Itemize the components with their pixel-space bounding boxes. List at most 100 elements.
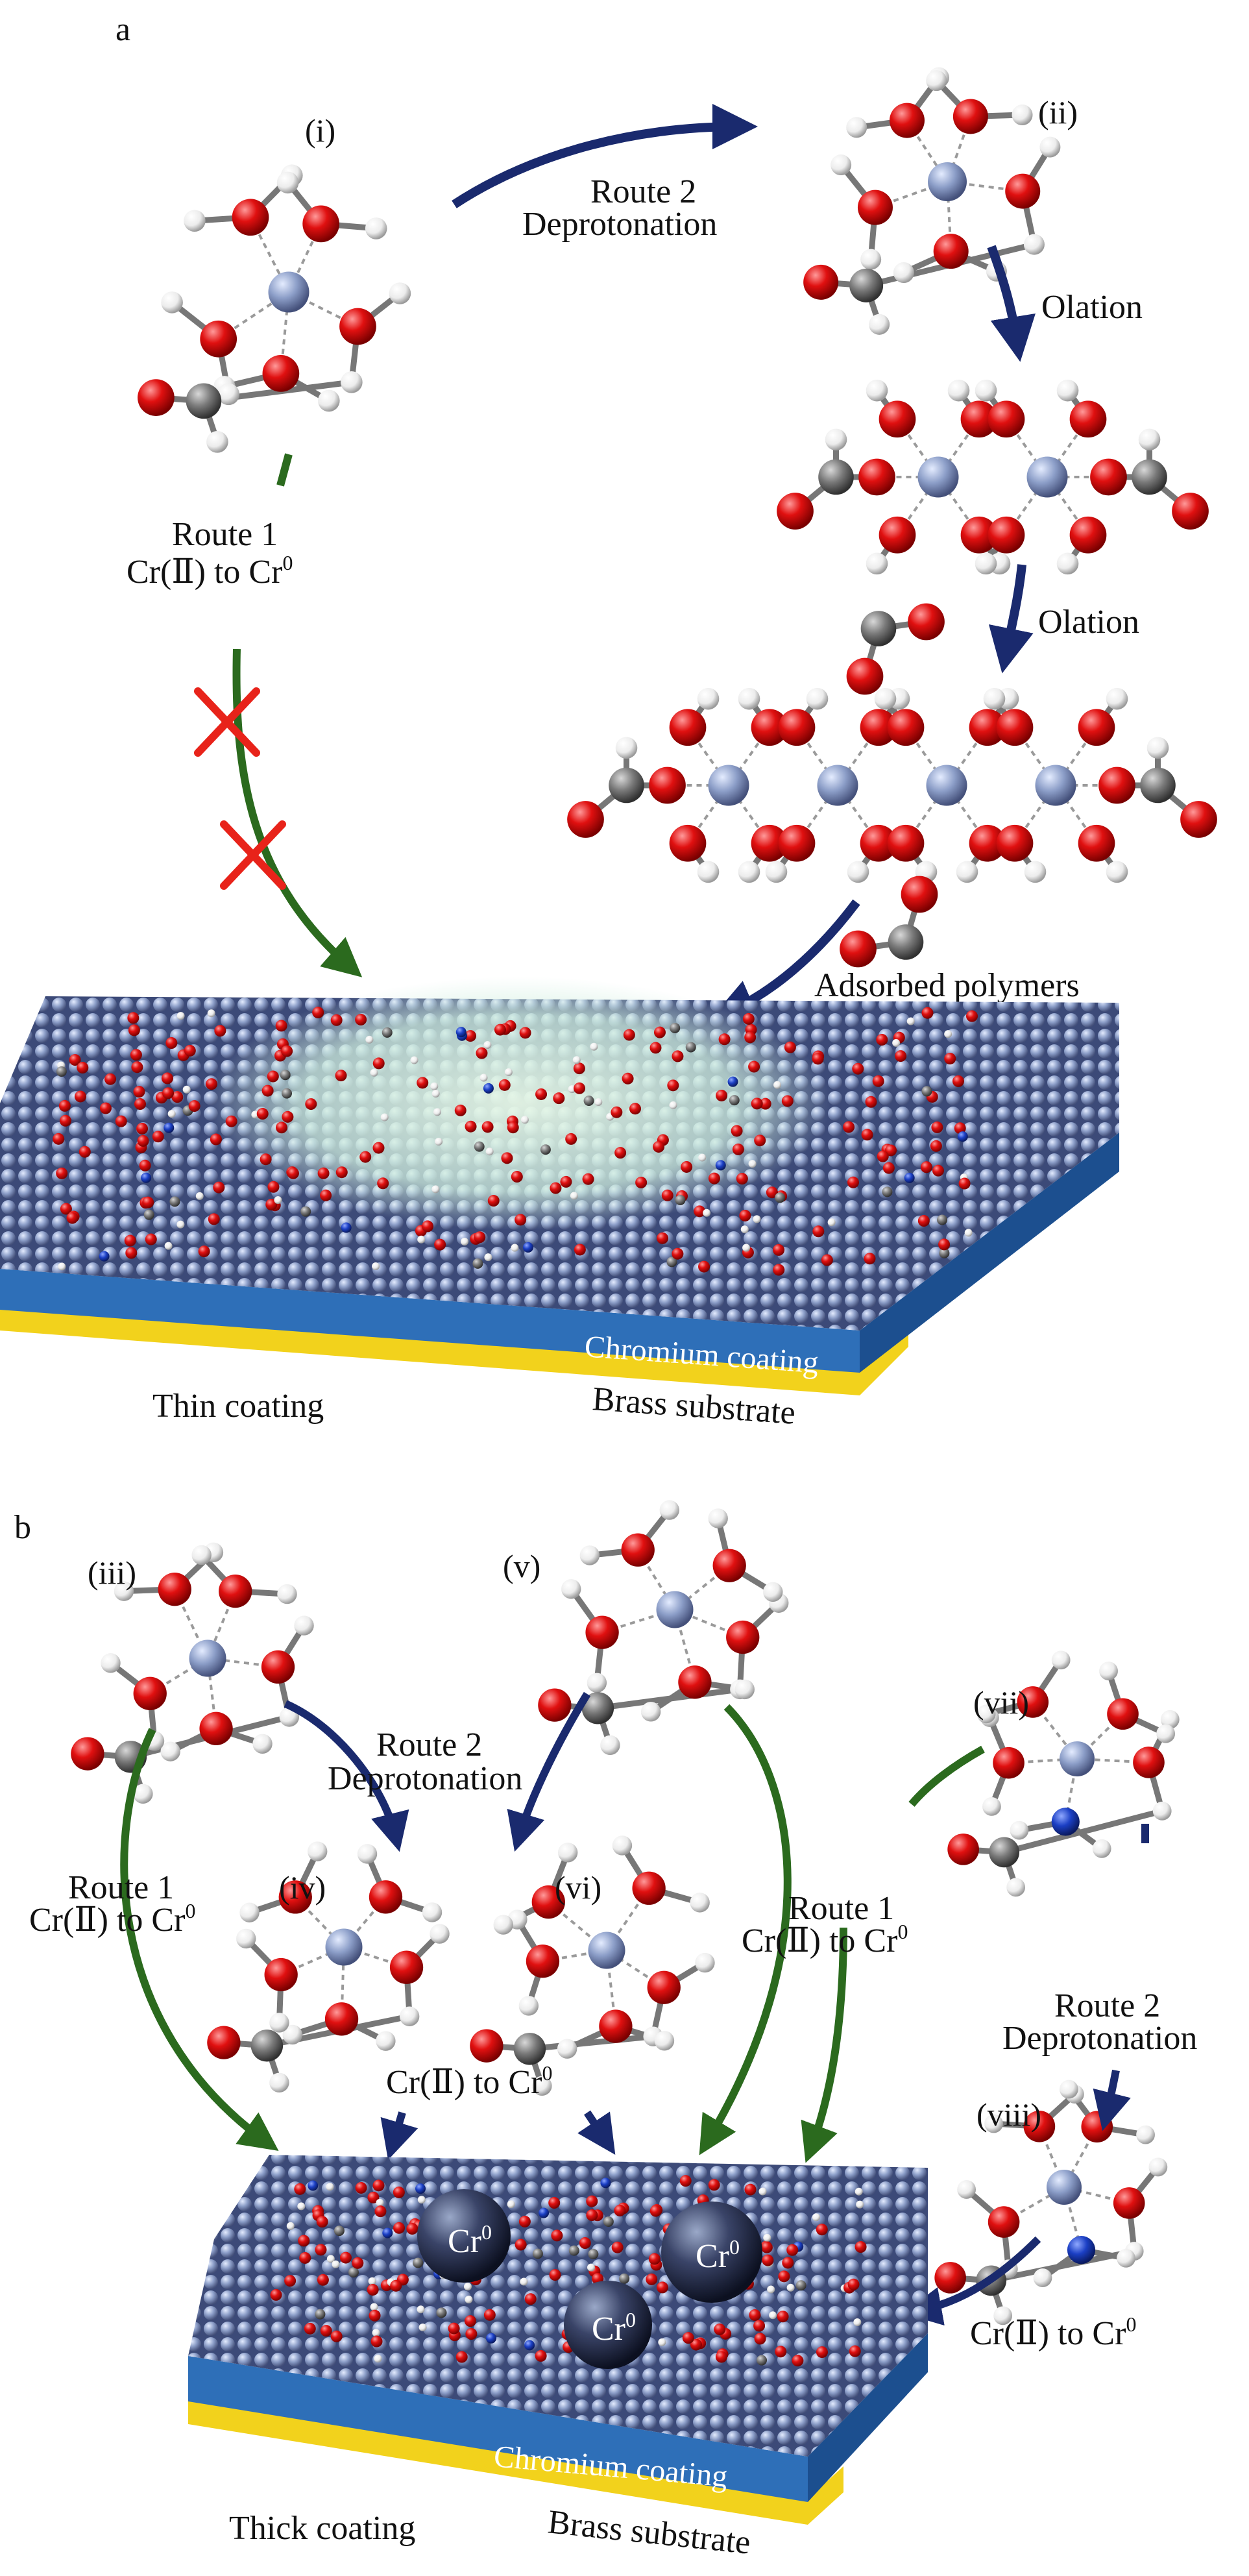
hydrogen-atom [734, 1679, 755, 1700]
hydrogen-atom [269, 2013, 289, 2033]
oxygen-atom [317, 1167, 330, 1179]
hydrogen-atom [892, 1038, 901, 1047]
oxygen-atom [553, 1092, 565, 1105]
oxygen-atom [938, 1238, 951, 1251]
hydrogen-atom [1056, 552, 1079, 575]
substrate-yellow-a [0, 1308, 908, 1395]
hydrogen-atom [600, 1735, 620, 1756]
oxygen-atom [611, 1106, 623, 1118]
oxygen-atom [632, 1871, 666, 1905]
hydrogen-atom [370, 1068, 378, 1077]
hydrogen-atom [944, 1030, 952, 1038]
oxygen-atom [901, 876, 938, 913]
oxygen-atom [586, 2209, 598, 2222]
oxygen-atom [623, 1029, 635, 1041]
oxygen-atom [287, 1167, 299, 1179]
hydrogen-atom [956, 861, 978, 883]
hydrogen-atom [380, 1113, 389, 1122]
hydrogen-atom [297, 2202, 306, 2211]
substrate-slab-a: Chromium coating [0, 977, 1119, 1395]
route1-arrow-b-right-a [699, 1704, 792, 2155]
route1-title-a: Route 1 [172, 516, 278, 553]
oxygen-atom [535, 2349, 547, 2362]
hydrogen-atom [422, 1902, 443, 1922]
carbon-atom [670, 1022, 681, 1033]
hydrogen-atom [461, 1237, 469, 1245]
oxygen-atom [1005, 173, 1041, 209]
oxygen-atom [210, 1133, 222, 1146]
oxygen-atom [278, 1880, 312, 1914]
hydrogen-atom [507, 2200, 515, 2209]
carbon-atom [143, 1209, 154, 1220]
oxygen-atom [207, 2026, 241, 2059]
hydrogen-atom [161, 291, 183, 313]
oxygen-atom [931, 1121, 943, 1133]
oxygen-atom [669, 824, 707, 862]
oxygen-atom [858, 458, 895, 496]
oxygen-atom [678, 1665, 712, 1699]
carbon-atom [333, 2226, 345, 2237]
hydrogen-atom [1148, 2157, 1168, 2177]
hydrogen-atom [435, 1138, 443, 1146]
oxygen-atom [198, 1245, 210, 1258]
oxygen-atom [79, 1146, 91, 1158]
hydrogen-atom [483, 1041, 492, 1049]
oxygen-atom [708, 2179, 720, 2191]
reduction-right-label: Cr(Ⅱ) to Cr0 [970, 2312, 1136, 2352]
oxygen-atom [1113, 2187, 1145, 2219]
oxygen-atom [712, 1549, 746, 1582]
oxygen-atom [206, 1078, 218, 1090]
oxygen-atom [330, 2330, 343, 2342]
oxygen-atom [969, 709, 1006, 746]
chromium-atom [817, 765, 858, 806]
carbon-atom [532, 2248, 543, 2259]
oxygen-atom [355, 1014, 367, 1026]
oxygen-atom [960, 400, 998, 438]
hydrogen-atom [252, 1734, 273, 1754]
nitrogen-atom [1051, 1808, 1080, 1836]
oxygen-atom [464, 2315, 476, 2327]
hydrogen-atom [742, 1244, 751, 1252]
carbon-atom [474, 1141, 485, 1152]
oxygen-atom [465, 1030, 477, 1042]
oxygen-atom [690, 2338, 702, 2351]
oxygen-atom [760, 2241, 773, 2253]
hydrogen-atom [410, 1056, 418, 1064]
oxygen-atom [657, 1232, 669, 1244]
oxygen-atom [125, 1247, 138, 1259]
oxygen-atom [885, 1144, 897, 1157]
hydrogen-atom [1136, 2125, 1155, 2144]
molecule-v [538, 1500, 789, 1756]
hydrogen-atom [114, 1581, 134, 1601]
result-label-b: Thick coating [229, 2510, 415, 2547]
oxygen-atom [69, 1054, 81, 1066]
hydrogen-atom [1056, 379, 1079, 402]
oxygen-atom [969, 824, 1006, 862]
oxygen-atom [860, 709, 897, 746]
hydrogen-atom [430, 1082, 439, 1090]
oxygen-atom [781, 1095, 794, 1107]
oxygen-atom [852, 1062, 864, 1075]
oxygen-atom [1078, 824, 1115, 862]
adsorbed-label: Adsorbed polymers [814, 967, 1080, 1004]
oxygen-atom [1180, 801, 1217, 838]
hydrogen-atom [594, 1098, 603, 1107]
oxygen-atom [739, 1209, 751, 1221]
oxygen-atom [317, 2274, 329, 2286]
oxygen-atom [944, 1053, 956, 1065]
hydrogen-atom [357, 1844, 378, 1864]
oxygen-atom [199, 1711, 233, 1745]
oxygen-atom [648, 2253, 661, 2265]
chromium-atom [588, 1932, 625, 1969]
reduction-right-arrow [903, 2236, 1041, 2326]
hydrogen-atom [463, 2283, 472, 2291]
oxygen-atom [264, 1957, 298, 1992]
oxygen-atom [136, 1122, 149, 1135]
oxygen-atom [299, 2251, 311, 2264]
route2-title-b-left: Route 2 [376, 1726, 482, 1763]
oxygen-atom [864, 1253, 876, 1265]
oxygen-atom [448, 2322, 460, 2335]
hydrogen-atom [654, 2031, 675, 2051]
carbon-atom [169, 1196, 180, 1207]
oxygen-atom [560, 1175, 572, 1188]
